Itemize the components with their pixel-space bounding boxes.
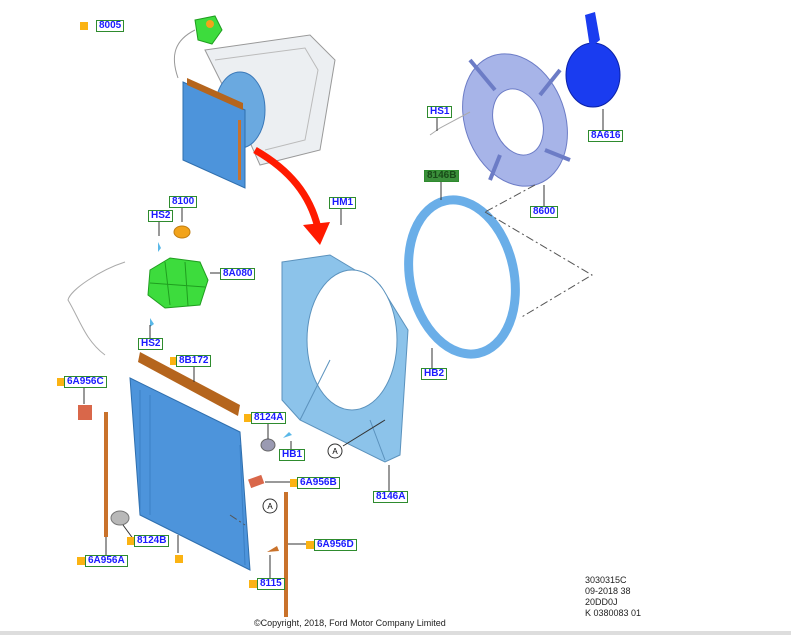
marker-8005 — [80, 22, 88, 30]
part-label-8146b[interactable]: 8146B — [424, 170, 460, 182]
part-label-hb2[interactable]: HB2 — [421, 368, 448, 380]
part-label-hs2-bottom[interactable]: HS2 — [138, 338, 164, 350]
drawing-reference: K 0380083 01 — [585, 608, 642, 618]
leader-lines — [83, 109, 604, 578]
marker-8124b — [127, 537, 135, 545]
part-label-8a616[interactable]: 8A616 — [588, 130, 624, 142]
dash-dot-lines — [229, 184, 593, 526]
part-label-6a956d[interactable]: 6A956D — [314, 539, 357, 551]
part-label-hm1[interactable]: HM1 — [329, 197, 357, 209]
part-label-8005[interactable]: 8005 — [96, 20, 125, 32]
part-label-8146a[interactable]: 8146A — [373, 491, 409, 503]
part-label-8600[interactable]: 8600 — [530, 206, 559, 218]
coolant-reservoir — [67, 225, 209, 356]
part-label-8115[interactable]: 8115 — [257, 578, 285, 590]
copyright-text: ©Copyright, 2018, Ford Motor Company Lim… — [254, 618, 446, 628]
shroud-ring — [404, 195, 520, 359]
part-label-hb1[interactable]: HB1 — [279, 449, 306, 461]
callout-a-1: A — [332, 447, 338, 456]
marker-6a956d — [306, 541, 314, 549]
part-label-6a956b[interactable]: 6A956B — [297, 477, 340, 489]
fan-clutch — [429, 12, 621, 136]
marker-8115 — [249, 580, 257, 588]
part-label-8124a[interactable]: 8124A — [251, 412, 287, 424]
part-label-8124b[interactable]: 8124B — [134, 535, 170, 547]
radiator — [78, 352, 292, 617]
overview-assembly — [173, 15, 336, 189]
callout-a-2: A — [267, 502, 273, 511]
marker-6a956c — [57, 378, 65, 386]
part-label-hs1[interactable]: HS1 — [427, 106, 453, 118]
bottom-divider — [0, 631, 791, 635]
drawing-date: 09-2018 38 — [585, 586, 631, 596]
marker-6a956b — [290, 479, 298, 487]
callout-circles — [262, 443, 343, 514]
marker-radiator — [175, 555, 183, 563]
part-label-6a956c[interactable]: 6A956C — [64, 376, 107, 388]
drawing-code: 20DD0J — [585, 597, 618, 607]
marker-8b172 — [170, 357, 178, 365]
part-label-hs2-top[interactable]: HS2 — [148, 210, 174, 222]
fan-shroud — [281, 254, 409, 463]
part-label-8100[interactable]: 8100 — [169, 196, 198, 208]
red-arrow — [253, 146, 330, 245]
marker-8124a — [244, 414, 252, 422]
marker-6a956a — [77, 557, 85, 565]
part-label-6a956a[interactable]: 6A956A — [85, 555, 128, 567]
cooling-fan — [462, 53, 571, 187]
drawing-number: 3030315C — [585, 575, 627, 585]
part-label-8a080[interactable]: 8A080 — [220, 268, 256, 280]
part-label-8b172[interactable]: 8B172 — [176, 355, 212, 367]
drawing-metadata: 3030315C 09-2018 38 20DD0J K 0380083 01 — [585, 575, 641, 619]
